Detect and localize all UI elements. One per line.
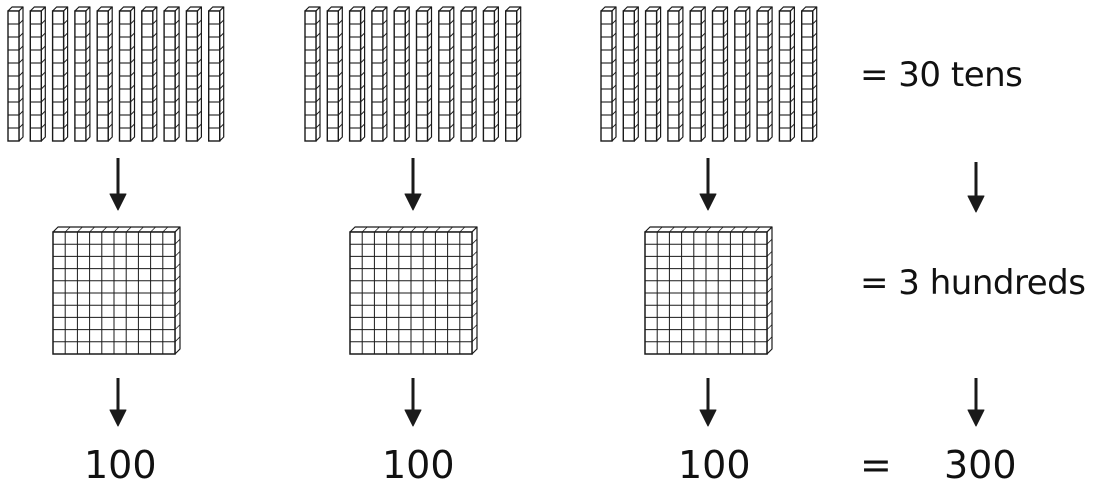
ten-rod xyxy=(734,6,751,142)
ten-rod xyxy=(711,6,729,142)
group-3-hundred-flat xyxy=(644,226,773,355)
group-1-tens-rods xyxy=(7,6,225,142)
group-2-value-label: 100 xyxy=(382,443,455,487)
tens-equation-label: = 30 tens xyxy=(860,55,1023,95)
ten-rod xyxy=(460,6,477,142)
group-1-value-label: 100 xyxy=(84,443,157,487)
ten-rod xyxy=(185,6,202,142)
group-2-tens-rods xyxy=(304,6,522,142)
ten-rod xyxy=(667,6,684,142)
group-2-arrow-to-flat-icon xyxy=(404,158,422,211)
group-2-arrow-to-value-icon xyxy=(404,378,422,427)
ten-rod xyxy=(622,6,639,142)
ten-rod xyxy=(118,6,136,142)
ten-rod xyxy=(326,6,343,142)
ten-rod xyxy=(689,6,706,142)
total-arrow-to-hundreds-icon xyxy=(967,162,985,213)
ten-rod xyxy=(756,6,773,142)
ten-rod xyxy=(51,6,69,142)
ten-rod xyxy=(163,6,180,142)
ten-rod xyxy=(415,6,433,142)
ten-rod xyxy=(29,6,46,142)
ten-rod xyxy=(74,6,91,142)
total-equals-sign: = xyxy=(860,443,892,487)
ten-rod xyxy=(644,6,662,142)
total-arrow-to-value-icon xyxy=(967,378,985,427)
group-1-arrow-to-flat-icon xyxy=(109,158,127,211)
ten-rod xyxy=(801,6,818,142)
ten-rod xyxy=(371,6,388,142)
ten-rod xyxy=(438,6,455,142)
ten-rod xyxy=(96,6,113,142)
ten-rod xyxy=(7,6,24,142)
ten-rod xyxy=(505,6,522,142)
group-2-hundred-flat xyxy=(349,226,478,355)
ten-rod xyxy=(393,6,410,142)
group-3-arrow-to-value-icon xyxy=(699,378,717,427)
group-3-arrow-to-flat-icon xyxy=(699,158,717,211)
group-3-tens-rods xyxy=(600,6,818,142)
ten-rod xyxy=(482,6,499,142)
ten-rod xyxy=(778,6,796,142)
group-1-arrow-to-value-icon xyxy=(109,378,127,427)
ten-rod xyxy=(141,6,158,142)
group-3-value-label: 100 xyxy=(678,443,751,487)
group-1-hundred-flat xyxy=(52,226,181,355)
ten-rod xyxy=(304,6,321,142)
ten-rod xyxy=(207,6,225,142)
total-value-label: 300 xyxy=(944,443,1017,487)
ten-rod xyxy=(348,6,366,142)
ten-rod xyxy=(600,6,617,142)
hundreds-equation-label: = 3 hundreds xyxy=(860,263,1086,303)
